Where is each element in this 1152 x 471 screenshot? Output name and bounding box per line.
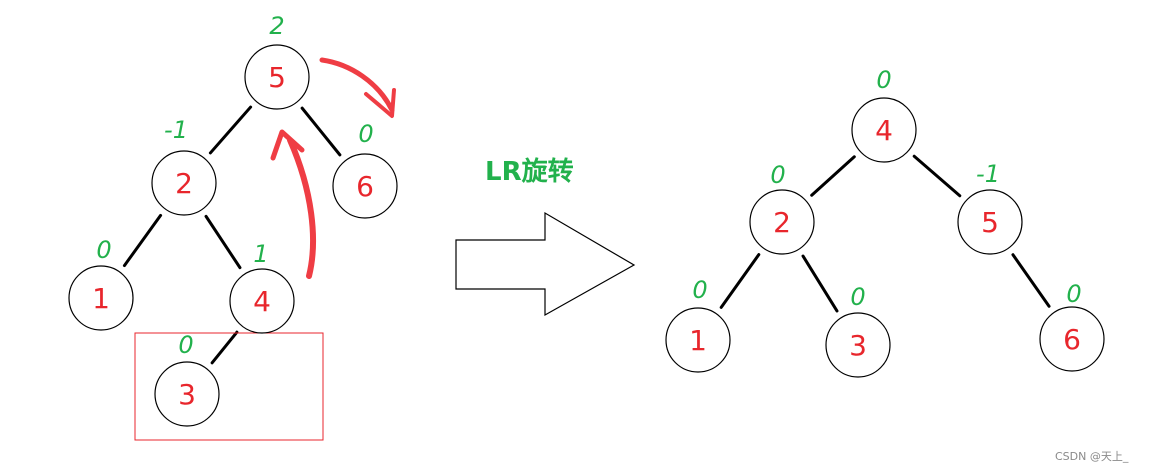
before-balance-factor: 0 [178,331,193,359]
watermark: CSDN @天上_ [1055,450,1129,463]
before-node-circle [68,265,134,331]
after-balance-factor: 0 [770,161,785,189]
after-node-3: 30 [825,283,891,378]
after-node-value: 1 [689,324,707,357]
before-node-circle [154,361,220,427]
after-balance-factor: -1 [976,160,1000,188]
before-node-value: 2 [175,167,193,200]
rotation-arrows [270,57,396,279]
after-edge-a4-a2 [810,155,856,197]
before-node-3: 30 [154,331,220,427]
after-node-6: 60 [1039,280,1105,372]
before-edge-b2-b1 [122,213,163,268]
after-node-2: 20 [749,161,815,255]
before-node-value: 6 [356,170,374,203]
before-balance-factor: 2 [269,12,284,40]
before-node-value: 3 [178,378,196,411]
left-rotation-arrow-icon [287,137,316,279]
edges-layer [122,105,1051,365]
after-node-circle [1039,306,1105,372]
after-node-value: 4 [875,114,893,147]
left-rotation-arrowhead-icon [270,129,305,161]
after-node-circle [825,312,891,378]
after-node-value: 5 [981,206,999,239]
after-node-1: 10 [665,276,731,373]
before-node-circle [151,150,217,216]
before-balance-factor: 1 [253,240,268,268]
after-node-circle [851,97,917,163]
before-edge-b4-b3 [210,330,239,365]
before-node-2: 2 -1 [151,116,217,216]
before-balance-factor: 0 [96,236,111,264]
after-node-value: 6 [1063,323,1081,356]
before-edge-b2-b4 [204,214,242,270]
before-balance-factor: 0 [358,120,373,148]
after-edge-a4-a5 [912,154,962,198]
after-edge-a2-a1 [719,253,761,309]
after-node-circle [749,189,815,255]
after-node-value: 3 [849,329,867,362]
before-balance-factor: -1 [164,116,188,144]
before-node-circle [332,153,398,219]
after-node-circle [957,189,1023,255]
before-node-circle [244,44,310,110]
before-node-value: 1 [92,282,110,315]
right-rotation-arrow-icon [319,57,395,113]
after-node-value: 2 [773,206,791,239]
after-balance-factor: 0 [1066,280,1081,308]
inserted-node-highlight-box [134,332,324,441]
after-balance-factor: 0 [850,283,865,311]
rotation-title: LR旋转 [485,157,574,187]
after-edge-a5-a6 [1011,253,1051,308]
after-node-5: 5 -1 [957,160,1023,255]
before-node-value: 4 [253,285,271,318]
before-edge-b5-b2 [208,105,253,155]
after-node-circle [665,307,731,373]
before-node-value: 5 [268,61,286,94]
transform-arrow-icon [455,211,636,317]
before-node-circle [229,268,295,334]
before-node-4: 41 [229,240,295,334]
before-edge-b5-b6 [300,106,342,157]
before-node-1: 10 [68,236,134,331]
after-balance-factor: 0 [876,66,891,94]
before-node-5: 52 [244,12,310,110]
after-edge-a2-a3 [801,254,839,313]
after-node-4: 40 [851,66,917,163]
right-rotation-arrowhead-icon [364,88,396,118]
before-node-6: 60 [332,120,398,219]
after-balance-factor: 0 [692,276,707,304]
